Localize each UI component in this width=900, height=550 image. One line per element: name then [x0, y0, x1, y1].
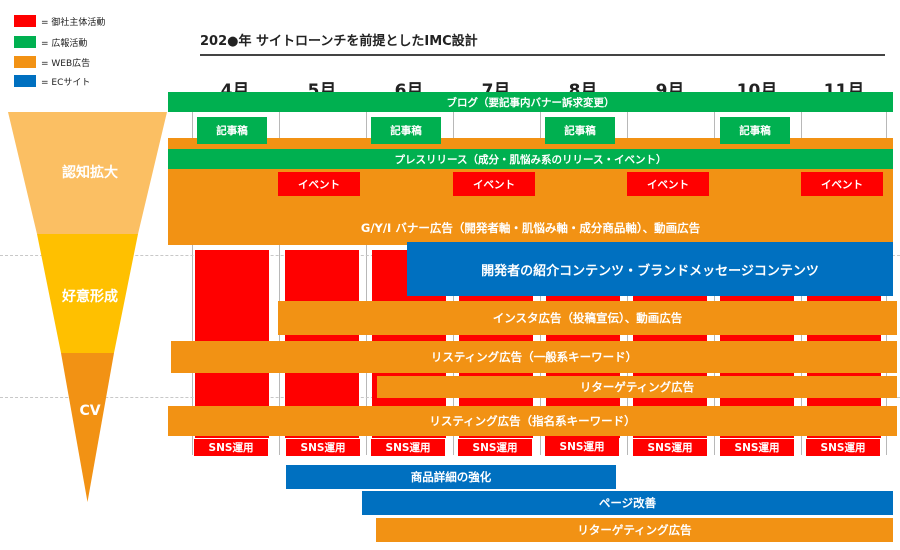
- instagram-ads-bar: インスタ広告（投稿宣伝）、動画広告: [278, 301, 897, 335]
- funnel-label-favorability: 好意形成: [62, 289, 118, 305]
- listing-general-bar: リスティング広告（一般系キーワード）: [171, 341, 897, 373]
- title-underline: [200, 54, 885, 56]
- sns-box: SNS運用: [286, 439, 360, 456]
- product-detail-bar: 商品詳細の強化: [286, 465, 616, 489]
- legend-label: = 御社主体活動: [41, 17, 106, 28]
- legend-swatch: [14, 15, 36, 27]
- legend-swatch: [14, 75, 36, 87]
- article-draft-box: 記事稿: [720, 117, 790, 144]
- sns-box: SNS運用: [806, 439, 880, 456]
- press-release-bar: プレスリリース（成分・肌悩み系のリリース・イベント）: [168, 149, 893, 169]
- legend-item-own-activity: = 御社主体活動: [14, 14, 105, 28]
- funnel-stage-favorability: [37, 234, 138, 353]
- legend-label: = 広報活動: [41, 38, 88, 49]
- legend-label: = ECサイト: [41, 77, 91, 88]
- funnel-stage-cv: [61, 353, 114, 502]
- sns-box: SNS運用: [633, 439, 707, 456]
- event-box: イベント: [453, 172, 535, 196]
- legend-swatch: [14, 36, 36, 48]
- sns-box: SNS運用: [545, 436, 619, 456]
- listing-named-bar: リスティング広告（指名系キーワード）: [168, 406, 897, 436]
- article-draft-box: 記事稿: [371, 117, 441, 144]
- funnel-stage-awareness: [8, 112, 167, 234]
- sns-box: SNS運用: [720, 439, 794, 456]
- developer-content-bar: 開発者の紹介コンテンツ・ブランドメッセージコンテンツ: [407, 242, 893, 296]
- legend-item-pr: = 広報活動: [14, 35, 87, 49]
- article-draft-box: 記事稿: [197, 117, 267, 144]
- blog-bar: ブログ（要記事内バナー訴求変更）: [168, 92, 893, 112]
- retargeting-bar-ec: リターゲティング広告: [376, 518, 893, 542]
- legend-item-ec-site: = ECサイト: [14, 74, 90, 88]
- funnel-diagram: [8, 112, 167, 502]
- grid-line: [192, 112, 193, 455]
- event-box: イベント: [801, 172, 883, 196]
- funnel-label-awareness: 認知拡大: [62, 165, 118, 181]
- sns-box: SNS運用: [371, 439, 445, 456]
- grid-line: [366, 112, 367, 455]
- retargeting-bar: リターゲティング広告: [377, 376, 897, 398]
- legend-label: = WEB広告: [41, 58, 91, 69]
- legend-item-web-ads: = WEB広告: [14, 55, 90, 69]
- grid-line: [279, 112, 280, 455]
- article-draft-box: 記事稿: [545, 117, 615, 144]
- sns-box: SNS運用: [194, 439, 268, 456]
- event-box: イベント: [278, 172, 360, 196]
- funnel-label-cv: CV: [79, 403, 101, 419]
- legend-swatch: [14, 56, 36, 68]
- page-improvement-bar: ページ改善: [362, 491, 893, 515]
- sns-box: SNS運用: [458, 439, 532, 456]
- event-box: イベント: [627, 172, 709, 196]
- page-title: 202●年 サイトローンチを前提としたIMC設計: [200, 34, 478, 49]
